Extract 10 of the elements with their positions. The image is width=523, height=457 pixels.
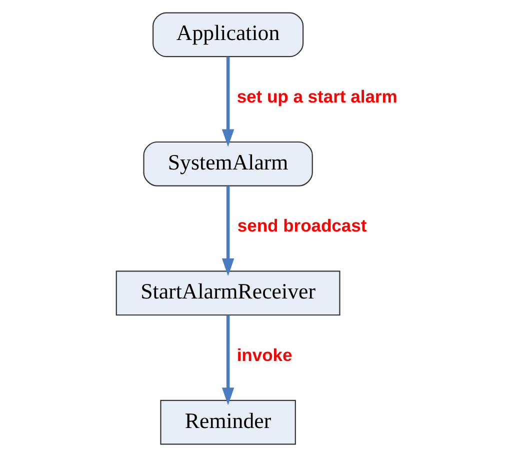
arrow	[221, 56, 234, 147]
node-box: SystemAlarm	[142, 141, 312, 186]
edge-label: send broadcast	[236, 216, 366, 236]
arrow	[221, 315, 234, 406]
edge-label: set up a start alarm	[236, 86, 397, 106]
node-box: StartAlarmReceiver	[115, 270, 340, 316]
edge-label: invoke	[236, 344, 292, 365]
node-box: Application	[152, 12, 304, 58]
arrow	[221, 186, 234, 276]
node-box: Reminder	[160, 400, 296, 445]
